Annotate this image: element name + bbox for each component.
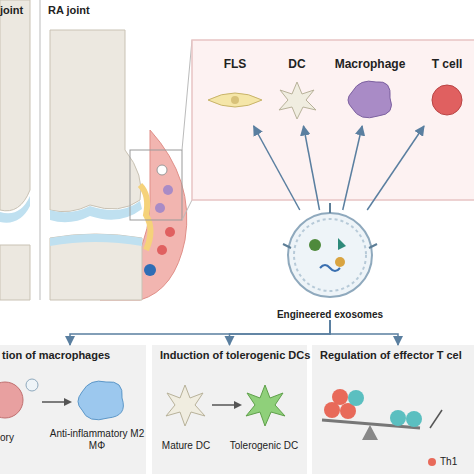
normal-cartilage	[0, 196, 30, 223]
zoom-panel	[192, 40, 474, 200]
connector-arrow	[70, 320, 330, 345]
legend-dot	[428, 458, 436, 466]
pannus	[140, 185, 151, 250]
connector-arrow	[367, 126, 424, 210]
joint-label: joint	[0, 4, 38, 17]
cell-node: T cell	[420, 58, 474, 126]
joint-cell	[144, 264, 156, 276]
cell-label: DC	[272, 58, 322, 72]
zoom-line	[182, 200, 192, 220]
panel-arrowhead	[64, 398, 72, 406]
connector-arrow	[254, 126, 300, 210]
connector-arrow	[343, 126, 362, 210]
ligand	[283, 244, 291, 248]
treg-cell	[390, 410, 406, 426]
cargo	[309, 239, 321, 251]
proinflammatory-macrophage	[0, 382, 23, 418]
panel-arrowhead	[234, 401, 242, 409]
cell-node: DC	[272, 58, 322, 126]
exosome-node: Engineered exosomes	[268, 210, 392, 320]
th1-cell	[332, 389, 348, 405]
cargo	[335, 257, 345, 267]
panel-box: tion of macrophages	[0, 345, 146, 474]
joint-label: RA joint	[48, 4, 128, 17]
fls-cell	[208, 93, 262, 107]
cell-label: T cell	[420, 58, 474, 72]
zoom-line	[182, 40, 192, 150]
exosome	[288, 213, 372, 297]
panel-arrow	[430, 410, 442, 428]
th1-cell	[324, 402, 340, 418]
dc-cell	[279, 82, 316, 119]
t-cell	[432, 85, 462, 115]
panel-heading: Regulation of effector T cel	[320, 349, 474, 362]
cell-node: FLS	[205, 58, 265, 126]
cell-node: Macrophage	[330, 58, 410, 126]
joint-cell	[157, 245, 167, 255]
normal-femur	[0, 0, 30, 211]
mature-dc	[166, 385, 205, 426]
treg-cell	[348, 390, 364, 406]
macrophage-cell	[348, 81, 392, 118]
divider-line	[40, 0, 41, 300]
panel-heading: Induction of tolerogenic DCs	[160, 349, 299, 362]
connector-arrow	[303, 126, 319, 210]
cargo	[320, 265, 340, 271]
panel-box: Induction of tolerogenic DCs	[152, 345, 307, 474]
ra-cartilage	[50, 201, 142, 222]
joint-cell	[163, 185, 173, 195]
connector-arrow	[330, 320, 398, 345]
panel-box: Regulation of effector T cel	[312, 345, 474, 474]
panel-arrow	[42, 401, 66, 403]
connector-arrow	[230, 320, 331, 345]
tolerogenic-dc	[246, 385, 285, 426]
joint-cell	[157, 165, 167, 175]
seesaw-pivot	[362, 425, 378, 440]
ligand	[369, 244, 377, 248]
cell-label: Macrophage	[330, 58, 410, 72]
exosome-icon	[26, 379, 38, 391]
ra-femur	[50, 30, 141, 212]
panel-heading: tion of macrophages	[2, 349, 138, 362]
treg-cell	[406, 411, 422, 427]
ra-tibia-cartilage	[50, 234, 142, 246]
nucleus	[231, 96, 239, 104]
th1-cell	[340, 403, 356, 419]
exosome-membrane	[294, 219, 366, 291]
cell-label: FLS	[205, 58, 265, 72]
panel-arrow	[212, 404, 236, 406]
node-caption: Engineered exosomes	[268, 309, 392, 321]
normal-tibia	[0, 245, 30, 300]
ligand	[329, 203, 331, 213]
seesaw-beam	[322, 420, 420, 428]
cargo	[338, 238, 346, 250]
joint-cell	[165, 227, 175, 237]
ra-tibia	[50, 234, 142, 300]
joint-cell	[155, 203, 165, 213]
inset-frame	[130, 150, 182, 220]
m2-macrophage	[78, 381, 123, 420]
